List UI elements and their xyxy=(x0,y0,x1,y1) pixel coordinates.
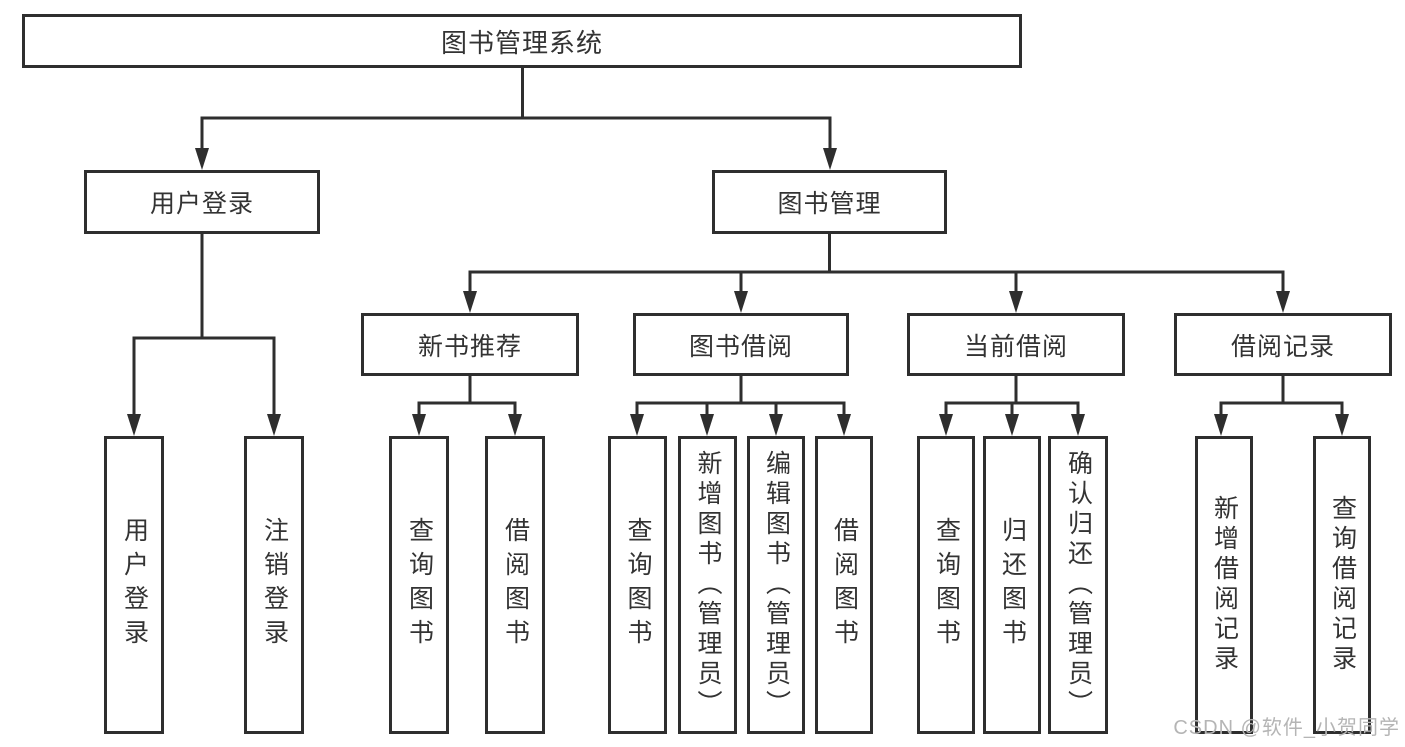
node-label: 当前借阅 xyxy=(963,332,1068,361)
node-current-borrowing: 当前借阅 xyxy=(907,313,1125,376)
node-label: 查询图书 xyxy=(624,517,652,653)
leaf-add-book-admin: 新增图书（管理员） xyxy=(678,436,737,734)
node-user-login: 用户登录 xyxy=(84,170,320,234)
node-label: 新书推荐 xyxy=(417,332,522,361)
leaf-borrow-books-recommend: 借阅图书 xyxy=(485,436,545,734)
leaf-query-books-borrowing: 查询图书 xyxy=(608,436,667,734)
node-borrow-records: 借阅记录 xyxy=(1174,313,1392,376)
arrowhead xyxy=(267,414,281,436)
node-label: 编辑图书（管理员） xyxy=(762,450,791,720)
arrowhead xyxy=(412,414,426,436)
node-label: 借阅图书 xyxy=(501,517,530,653)
node-label: 注销登录 xyxy=(260,517,289,653)
node-new-book-recommend: 新书推荐 xyxy=(361,313,579,376)
arrowhead xyxy=(734,291,748,313)
arrowhead xyxy=(1276,291,1290,313)
arrowhead xyxy=(823,148,837,170)
node-label: 归还图书 xyxy=(998,517,1027,653)
node-label: 图书管理系统 xyxy=(440,27,603,58)
csdn-watermark: CSDN @软件_小贺同学 xyxy=(1173,717,1400,739)
node-label: 新增图书（管理员） xyxy=(694,450,722,720)
arrowhead xyxy=(463,291,477,313)
node-label: 用户登录 xyxy=(120,517,149,653)
arrowhead xyxy=(1009,291,1023,313)
node-label: 借阅记录 xyxy=(1230,332,1335,361)
arrowhead xyxy=(1214,414,1228,436)
leaf-borrow-books: 借阅图书 xyxy=(815,436,873,734)
connector-new-book-recommend-branch xyxy=(412,373,522,436)
node-label: 图书管理 xyxy=(777,190,882,218)
node-label: 确认归还（管理员） xyxy=(1064,450,1093,720)
connector-borrow-records-branch xyxy=(1214,373,1349,436)
connector-book-borrowing-branch xyxy=(630,373,851,436)
node-label: 图书借阅 xyxy=(688,332,793,361)
connector-book-management-branch xyxy=(463,230,1290,313)
node-label: 用户登录 xyxy=(149,190,254,218)
arrowhead xyxy=(837,414,851,436)
connector-root-to-level2 xyxy=(195,64,837,170)
connector-current-borrowing-branch xyxy=(939,373,1085,436)
arrowhead xyxy=(195,148,209,170)
leaf-return-books: 归还图书 xyxy=(983,436,1041,734)
connector-user-login-branch xyxy=(127,230,281,436)
arrowhead xyxy=(1005,414,1019,436)
node-label: 查询图书 xyxy=(932,517,961,653)
node-book-management: 图书管理 xyxy=(712,170,947,234)
leaf-query-borrow-record: 查询借阅记录 xyxy=(1313,436,1371,734)
node-label: 借阅图书 xyxy=(830,517,859,653)
node-label: 查询借阅记录 xyxy=(1328,495,1357,675)
arrowhead xyxy=(508,414,522,436)
arrowhead xyxy=(769,414,783,436)
leaf-query-books-current: 查询图书 xyxy=(917,436,975,734)
arrowhead xyxy=(700,414,714,436)
leaf-query-books-recommend: 查询图书 xyxy=(389,436,449,734)
node-label: 新增借阅记录 xyxy=(1210,495,1239,675)
leaf-logout: 注销登录 xyxy=(244,436,304,734)
node-label: 查询图书 xyxy=(405,517,434,653)
arrowhead xyxy=(1335,414,1349,436)
node-book-borrowing: 图书借阅 xyxy=(633,313,849,376)
arrowhead xyxy=(630,414,644,436)
arrowhead xyxy=(939,414,953,436)
node-library-system: 图书管理系统 xyxy=(22,14,1022,68)
arrowhead xyxy=(1071,414,1085,436)
leaf-edit-book-admin: 编辑图书（管理员） xyxy=(747,436,805,734)
leaf-user-login: 用户登录 xyxy=(104,436,164,734)
leaf-confirm-return-admin: 确认归还（管理员） xyxy=(1048,436,1108,734)
leaf-add-borrow-record: 新增借阅记录 xyxy=(1195,436,1253,734)
arrowhead xyxy=(127,414,141,436)
